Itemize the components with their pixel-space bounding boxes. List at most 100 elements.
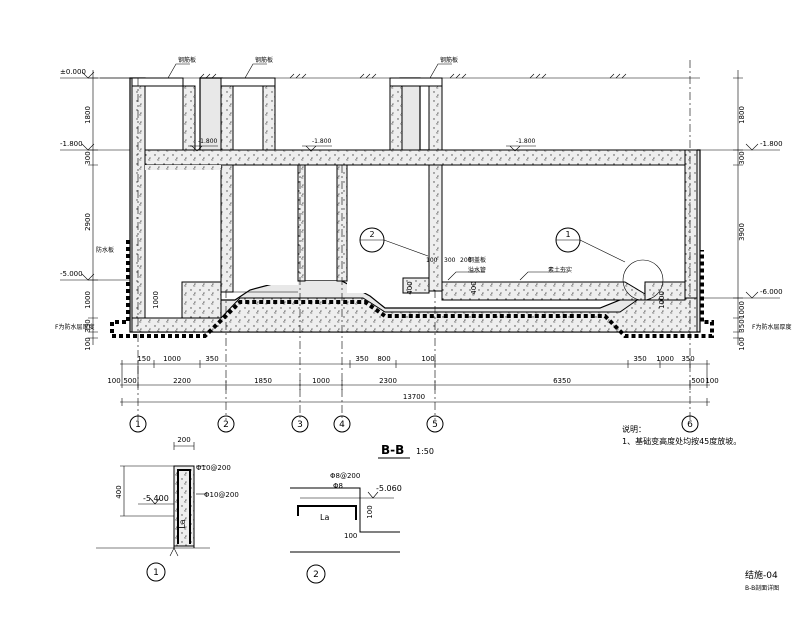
chamber-3 [305, 165, 337, 280]
svg-text:素土夯实: 素土夯实 [548, 266, 572, 274]
bottom-dim-lines [120, 360, 710, 406]
svg-text:Φ8@200: Φ8@200 [330, 472, 360, 480]
svg-text:钢盖板: 钢盖板 [468, 256, 486, 264]
svg-text:500: 500 [691, 377, 704, 385]
svg-text:500: 500 [123, 377, 136, 385]
bottom-dims-row2: 100 500 2200 1850 1000 2300 6350 500 100… [107, 377, 718, 401]
svg-text:400: 400 [115, 485, 123, 498]
svg-text:-6.000: -6.000 [760, 288, 783, 296]
section-scale: 1:50 [416, 447, 434, 456]
svg-text:300: 300 [738, 151, 746, 164]
svg-text:溢水管: 溢水管 [468, 266, 486, 274]
title-block: 结施-04 B-B剖面详图 [745, 569, 779, 592]
inner-dims: 1000 400 400 1000 300 100 200 [152, 257, 666, 309]
svg-text:La: La [320, 513, 329, 522]
svg-text:1850: 1850 [254, 377, 272, 385]
svg-text:200: 200 [460, 257, 472, 264]
svg-text:-5.060: -5.060 [376, 484, 402, 493]
svg-text:4: 4 [339, 420, 345, 430]
svg-text:350: 350 [205, 355, 218, 363]
svg-text:2900: 2900 [84, 213, 92, 231]
section-bb: 1 2 3 4 5 6 150 1000 350 350 800 100 350… [55, 56, 791, 459]
svg-text:1: 1 [135, 420, 141, 430]
svg-text:300: 300 [84, 151, 92, 164]
section-title: B-B [381, 443, 404, 457]
svg-text:350: 350 [633, 355, 646, 363]
elev-top: ±0.000 [60, 68, 86, 76]
svg-text:400: 400 [406, 281, 414, 294]
svg-text:1800: 1800 [84, 106, 92, 124]
bottom-dims-row1: 150 1000 350 350 800 100 350 1000 350 [137, 355, 694, 363]
notes: 说明： 1、基础变高度处均按45度放坡。 [622, 424, 741, 446]
svg-text:2200: 2200 [173, 377, 191, 385]
svg-text:Φ10@200: Φ10@200 [204, 491, 239, 499]
chamber-2 [233, 165, 298, 285]
inner-elevation-markers [188, 145, 536, 152]
svg-text:5: 5 [432, 420, 438, 430]
svg-text:F为防水层厚度: F为防水层厚度 [752, 323, 791, 331]
svg-text:300: 300 [444, 257, 456, 264]
svg-text:F为防水层厚度: F为防水层厚度 [55, 323, 94, 331]
svg-text:150: 150 [137, 355, 150, 363]
svg-text:1000: 1000 [656, 355, 674, 363]
svg-text:Φ8: Φ8 [333, 482, 343, 490]
svg-text:100: 100 [84, 337, 92, 350]
chamber-4 [347, 165, 429, 293]
sheet-title: B-B剖面详图 [745, 584, 779, 592]
right-dims: 1800 300 3900 1000 350 100 [738, 106, 746, 351]
svg-text:1000: 1000 [738, 301, 746, 319]
svg-text:100: 100 [344, 532, 357, 540]
svg-text:1800: 1800 [738, 106, 746, 124]
svg-text:1000: 1000 [312, 377, 330, 385]
svg-text:100: 100 [705, 377, 718, 385]
svg-text:-1.800: -1.800 [516, 138, 536, 145]
svg-text:800: 800 [377, 355, 390, 363]
svg-text:100: 100 [107, 377, 120, 385]
svg-text:钢筋板: 钢筋板 [255, 56, 273, 64]
waterproof-layer [110, 240, 714, 338]
svg-text:钢筋板: 钢筋板 [178, 56, 196, 64]
svg-text:350: 350 [738, 319, 746, 332]
axis-1: 1 [129, 415, 147, 433]
svg-text:-5.000: -5.000 [60, 270, 83, 278]
detail-1: 200 400 Φ10@200 Φ10@200 -5.400 La 1 [96, 436, 239, 582]
svg-text:2: 2 [223, 420, 229, 430]
svg-text:350: 350 [681, 355, 694, 363]
svg-text:3: 3 [297, 420, 303, 430]
left-dims: 1800 300 2900 1000 350 100 [84, 106, 92, 351]
right-dim-lines [700, 70, 780, 345]
detail-2: Φ8@200 Φ8 -5.060 La 100 100 2 [290, 472, 402, 584]
sheet-number: 结施-04 [745, 569, 778, 581]
svg-text:100: 100 [426, 257, 438, 264]
axis-5: 5 [426, 415, 444, 433]
svg-text:3900: 3900 [738, 223, 746, 241]
callout-1: 1 [555, 227, 664, 301]
base-slab [131, 297, 698, 333]
axis-bubbles: 1 2 3 4 5 6 [129, 415, 699, 433]
svg-text:说明：: 说明： [622, 424, 646, 434]
svg-text:100: 100 [421, 355, 434, 363]
svg-text:200: 200 [177, 436, 190, 444]
svg-text:-1.800: -1.800 [312, 138, 332, 145]
svg-text:350: 350 [84, 319, 92, 332]
svg-text:防水板: 防水板 [96, 246, 114, 254]
axis-3: 3 [291, 415, 309, 433]
svg-text:100: 100 [366, 505, 374, 518]
svg-text:-1.800: -1.800 [198, 138, 218, 145]
svg-text:钢筋板: 钢筋板 [440, 56, 458, 64]
svg-text:La: La [178, 519, 187, 528]
callout-2: 2 [359, 227, 429, 257]
svg-text:1: 1 [153, 568, 159, 578]
note-item: 1、基础变高度处均按45度放坡。 [622, 436, 741, 446]
svg-text:-1.800: -1.800 [760, 140, 783, 148]
chamber-5 [442, 165, 685, 285]
svg-text:1000: 1000 [658, 291, 666, 309]
svg-text:400: 400 [470, 281, 478, 294]
svg-text:1: 1 [565, 230, 570, 239]
svg-text:6350: 6350 [553, 377, 571, 385]
svg-text:2: 2 [369, 230, 374, 239]
svg-text:6: 6 [687, 420, 693, 430]
svg-text:-1.800: -1.800 [60, 140, 83, 148]
svg-text:100: 100 [738, 337, 746, 350]
